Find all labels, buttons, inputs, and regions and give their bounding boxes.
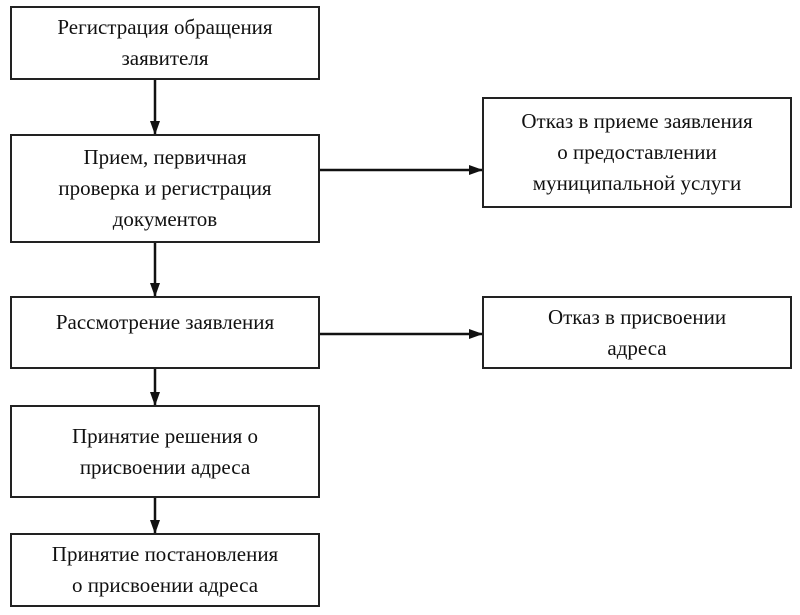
step-review-line-1: Рассмотрение заявления — [55, 310, 275, 334]
step-resolution-line-2: о присвоении адреса — [71, 573, 259, 597]
branch-address-refusal-line-2: адреса — [607, 335, 667, 360]
step-review-box: Рассмотрение заявления — [10, 296, 320, 369]
branch-address-refusal-line-1: Отказ в присвоении — [547, 304, 727, 329]
branch-address-refusal-box: Отказ в присвоении адреса — [482, 296, 792, 369]
step-decision-line-2: присвоении адреса — [79, 454, 251, 479]
step-decision-line-1: Принятие решения о — [72, 423, 258, 448]
step-resolution-line-1: Принятие постановления — [51, 542, 279, 566]
step-registration-line-2: заявителя — [121, 46, 209, 70]
step-intake-line-3: документов — [112, 207, 218, 231]
step-intake-line-2: проверка и регистрация — [58, 176, 272, 200]
branch-intake-refusal-line-2: о предоставлении — [557, 140, 717, 164]
branch-intake-refusal-line-3: муниципальной услуги — [532, 171, 742, 195]
step-decision-box: Принятие решения о присвоении адреса — [10, 405, 320, 498]
step-intake-line-1: Прием, первичная — [83, 145, 247, 169]
branch-intake-refusal-box: Отказ в приеме заявления о предоставлени… — [482, 97, 792, 208]
step-registration-line-1: Регистрация обращения — [57, 15, 273, 39]
step-registration-box: Регистрация обращения заявителя — [10, 6, 320, 80]
step-intake-box: Прием, первичная проверка и регистрация … — [10, 134, 320, 243]
branch-intake-refusal-line-1: Отказ в приеме заявления — [521, 109, 753, 133]
step-resolution-box: Принятие постановления о присвоении адре… — [10, 533, 320, 607]
